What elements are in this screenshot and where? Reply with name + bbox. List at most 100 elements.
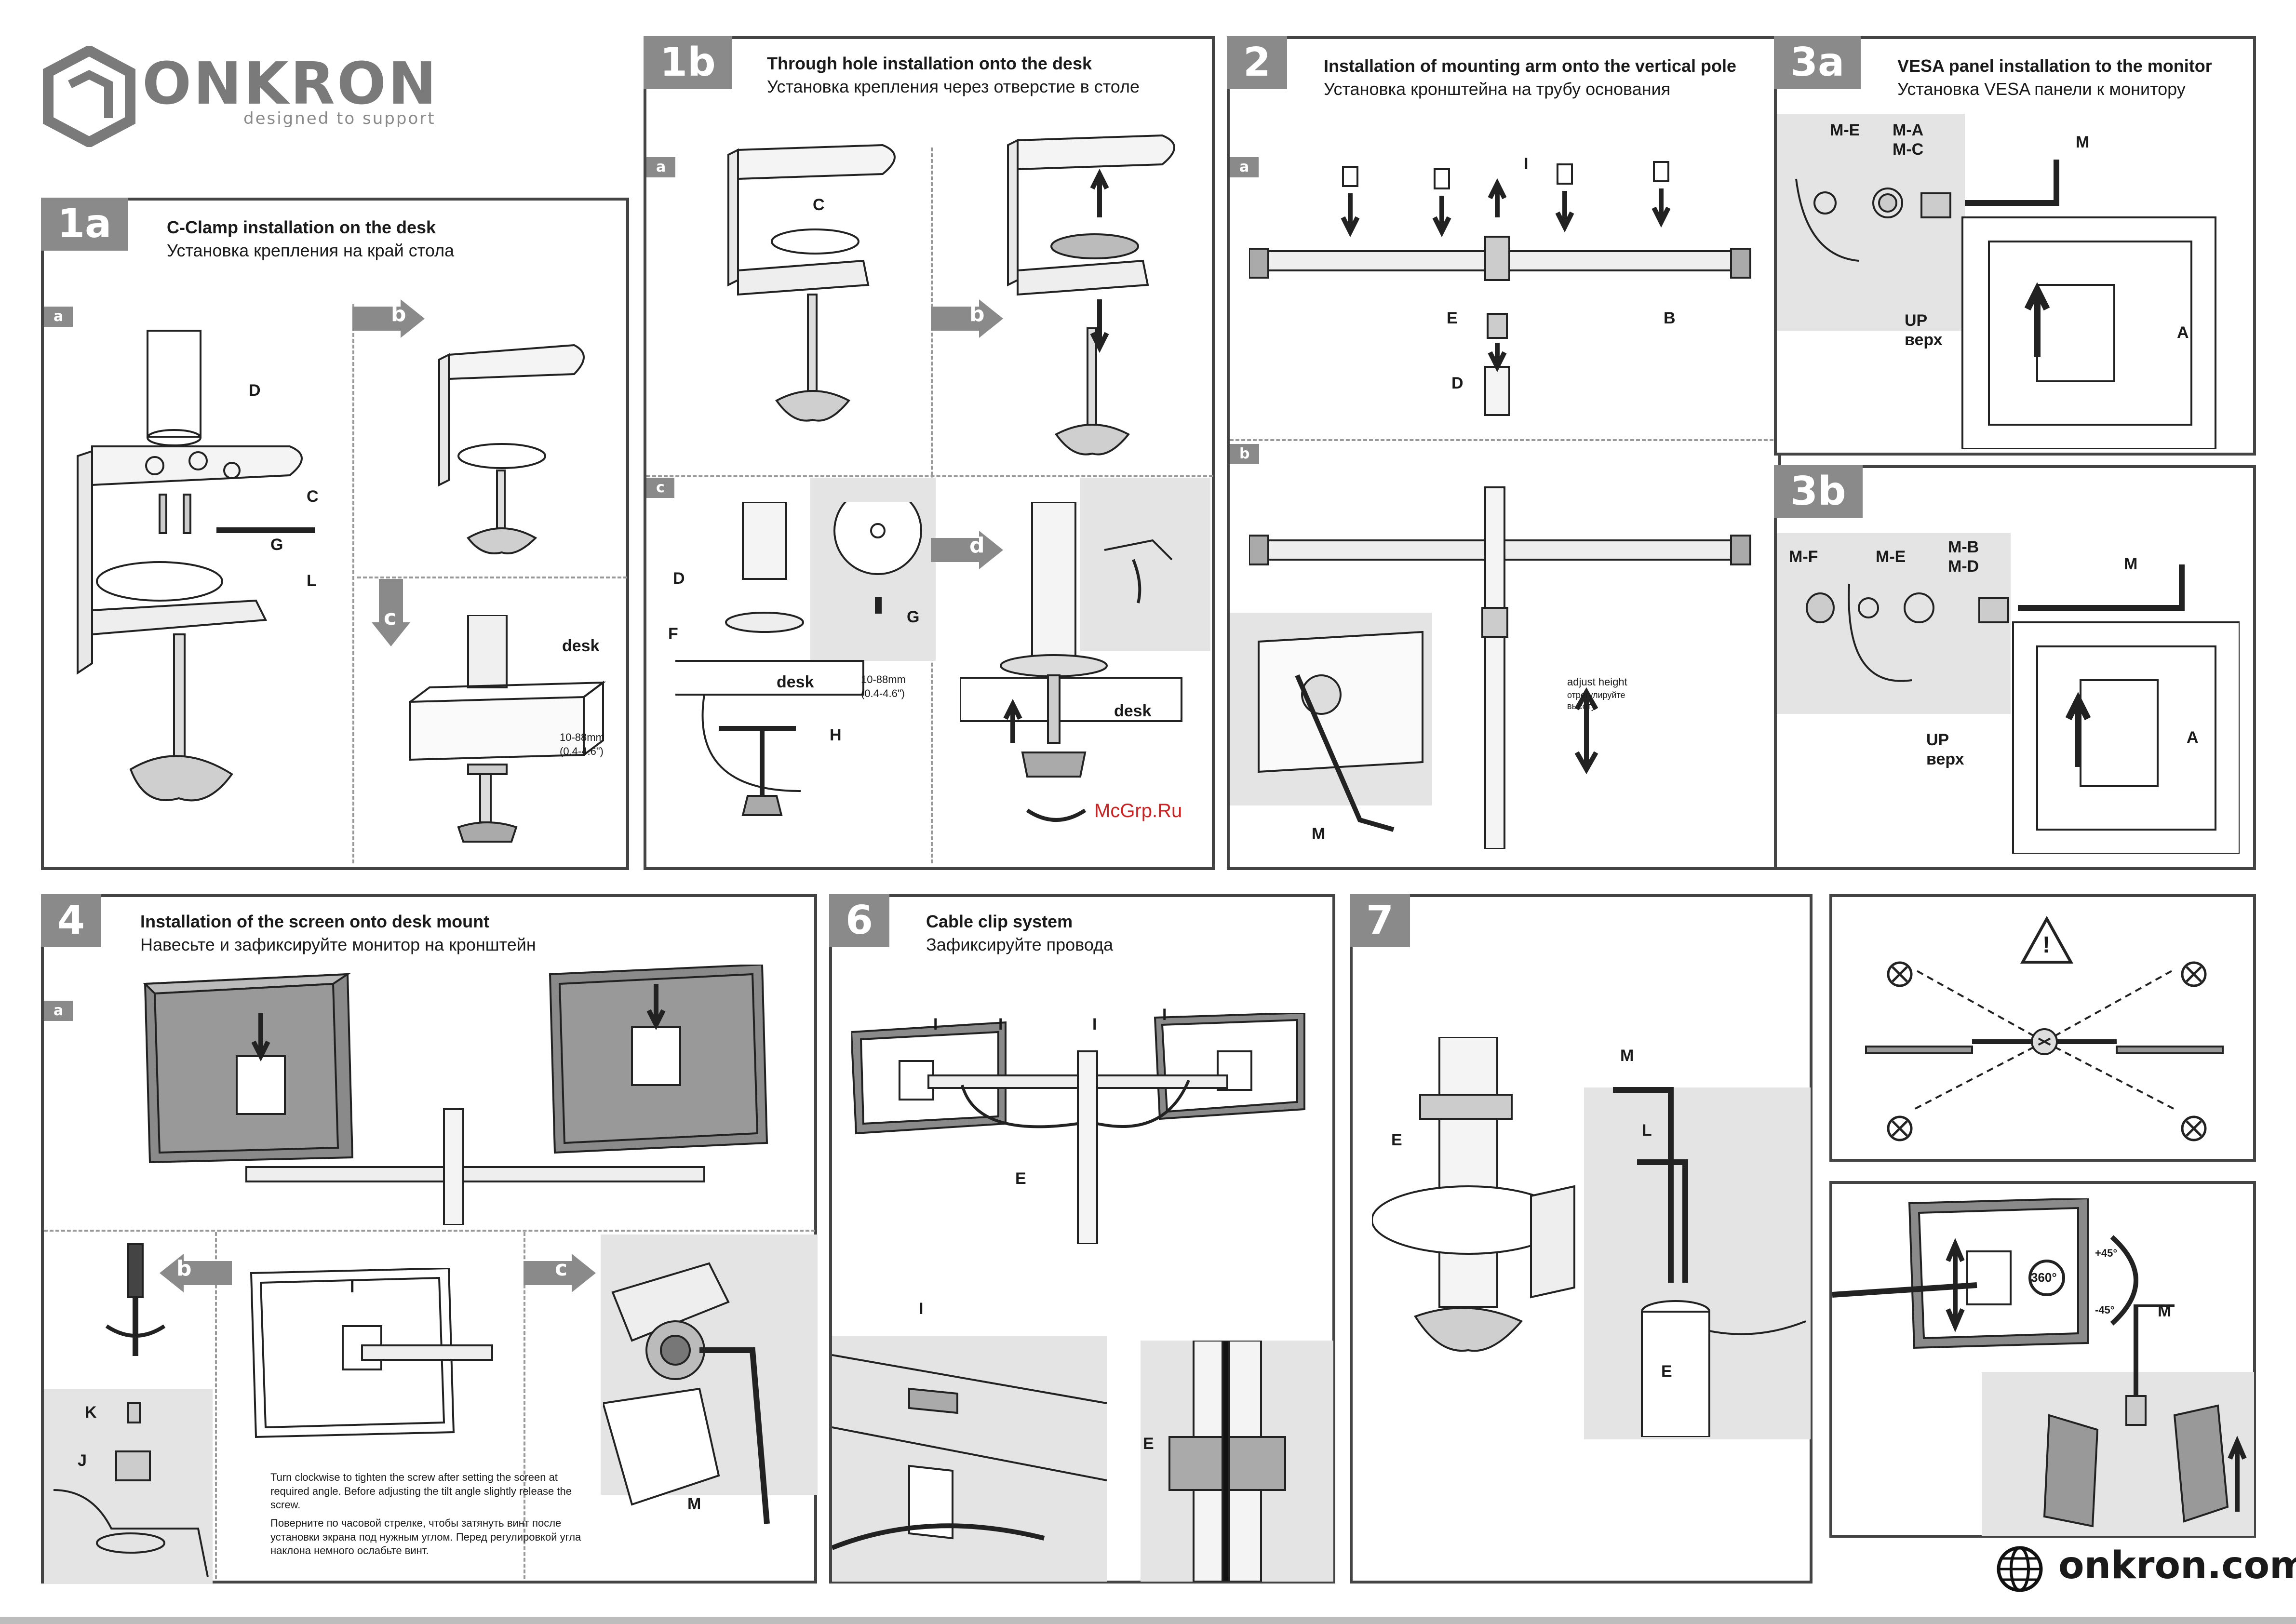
part-label-a: A (2177, 323, 2189, 342)
up-label-ru: верх (1905, 331, 1943, 349)
shaded-detail (1777, 533, 2011, 714)
website-link[interactable]: onkron.com (2058, 1544, 2296, 1587)
sub-step-c: c (384, 605, 397, 630)
part-label-f: F (668, 625, 678, 643)
part-label-m: M (1620, 1047, 1634, 1065)
part-label-k: K (85, 1403, 97, 1422)
desk-thickness-label: 10-88mm (0.4-4.6") (861, 673, 906, 699)
tilt-hex-key-illustration (603, 1262, 770, 1524)
dual-monitor-hanging-illustration (143, 965, 768, 1225)
tilt-note-ru: Поверните по часовой стрелке, чтобы затя… (270, 1517, 581, 1557)
sub-step-b: b (1230, 444, 1260, 464)
sub-step-d: d (969, 533, 985, 558)
title-ru: Навесьте и зафиксируйте монитор на кронш… (140, 935, 536, 954)
tilt-hex-key-closeup (2043, 1304, 2247, 1528)
step-badge-3b: 3b (1774, 465, 1863, 518)
step-badge-2: 2 (1227, 36, 1288, 89)
title-en: VESA panel installation to the monitor (1897, 56, 2212, 76)
warning-triangle-icon (2020, 916, 2073, 964)
through-hole-tightening-illustration (960, 502, 1182, 822)
arm-on-pole-illustration (1249, 486, 1751, 849)
part-label-g: G (270, 536, 283, 554)
watermark: McGrp.Ru (1094, 800, 1182, 821)
panel-2-title: Installation of mounting arm onto the ve… (1324, 56, 1736, 99)
title-ru: Установка VESA панели к монитору (1897, 79, 2186, 99)
part-label-l: L (1642, 1121, 1652, 1140)
divider (524, 1232, 525, 1579)
sub-step-a: a (44, 307, 73, 327)
part-label-i: I (919, 1300, 924, 1318)
onkron-logo-icon (43, 46, 135, 147)
sub-step-a: a (44, 1001, 73, 1021)
part-label-l: L (307, 572, 317, 590)
part-label-m-c: M-C (1893, 140, 1924, 159)
divider (1230, 439, 1779, 441)
title-en: C-Clamp installation on the desk (167, 217, 436, 237)
part-label-m: M (1312, 825, 1326, 843)
step-badge-1a: 1a (41, 198, 128, 251)
tilt-down-label: -45° (2095, 1304, 2115, 1316)
desk-clamp-illustration (409, 615, 606, 843)
panel-1a-title: C-Clamp installation on the desk Установ… (167, 217, 454, 261)
part-label-i: I (350, 1278, 355, 1296)
sub-step-a: a (646, 157, 676, 177)
step-d-arrow-icon (931, 531, 1003, 569)
step-badge-4: 4 (41, 894, 102, 947)
part-label-c: C (307, 487, 319, 506)
panel-1b-title: Through hole installation onto the desk … (767, 54, 1140, 97)
sub-step-a: a (1230, 157, 1259, 177)
desk-label: desk (777, 673, 814, 691)
part-label-i-1: I (933, 1015, 938, 1033)
desk-label: desk (1114, 702, 1152, 720)
clamp-closeup-illustration (438, 344, 585, 554)
monitor-back-tilt-illustration (250, 1268, 493, 1438)
title-en: Installation of mounting arm onto the ve… (1324, 56, 1737, 76)
step-b-arrow-icon (931, 299, 1003, 338)
adjust-height-ru: отрегулируйте высоту (1567, 690, 1625, 711)
part-label-e: E (1143, 1435, 1154, 1453)
title-ru: Установка крепления на край стола (167, 241, 455, 260)
hex-key-set-illustration (1613, 1087, 1806, 1437)
vesa-screw-detail-illustration (1795, 160, 2216, 449)
step-b-arrow-icon (160, 1254, 232, 1292)
part-label-b: B (1664, 309, 1676, 327)
brand-tagline: designed to support (243, 109, 436, 128)
divider (215, 1232, 217, 1579)
part-label-m: M (2158, 1302, 2172, 1320)
step-badge-3a: 3a (1774, 36, 1861, 89)
cable-routing-illustration (851, 1013, 1305, 1244)
through-hole-disassembly-illustration (1007, 134, 1175, 456)
part-label-i: I (1524, 155, 1529, 173)
panel-2-arm-to-pole: 2 Installation of mounting arm onto the … (1227, 36, 1781, 870)
title-ru: Установка крепления через отверстие в ст… (767, 77, 1140, 96)
footer-bar (0, 1617, 2296, 1624)
part-label-i-3: I (1092, 1015, 1097, 1033)
part-label-e: E (1015, 1169, 1026, 1188)
part-label-m-a: M-A (1893, 121, 1924, 139)
up-label-en: UP (1905, 311, 1928, 330)
desk-label: desk (562, 637, 600, 655)
part-label-m-d: M-D (1948, 557, 1979, 576)
panel-1b-through-hole: 1b Through hole installation onto the de… (644, 36, 1215, 870)
part-label-h: H (830, 726, 842, 744)
panel-3a-title: VESA panel installation to the monitor У… (1897, 56, 2212, 99)
panel-3b-vesa-install-alt: 3b M-F M-E M-B M-D M A UP верх (1774, 465, 2256, 870)
tilt-note-en: Turn clockwise to tighten the screw afte… (270, 1471, 572, 1511)
shaded-detail (1080, 478, 1210, 651)
arm-assembly-illustration (1249, 161, 1751, 416)
warning-exclamation: ! (2042, 932, 2050, 958)
part-label-d: D (1451, 374, 1464, 392)
panel-4-screen-install: 4 Installation of the screen onto desk m… (41, 894, 818, 1584)
title-en: Installation of the screen onto desk mou… (140, 912, 490, 931)
step-badge-7: 7 (1350, 894, 1410, 947)
up-label-en: UP (1926, 731, 1949, 749)
panel-7-pole-adjust: 7 E M L E (1350, 894, 1813, 1584)
step-c-arrow-icon (372, 579, 410, 646)
part-label-a: A (2187, 728, 2199, 747)
monitor-rotation-illustration (1832, 1198, 2089, 1349)
panel-3a-vesa-install: 3a VESA panel installation to the monito… (1774, 36, 2256, 456)
divider (352, 304, 354, 863)
panel-rotation-tilt: 360° +45° -45° M (1829, 1181, 2256, 1538)
part-label-e: E (1391, 1131, 1402, 1149)
part-label-d: D (249, 381, 261, 400)
